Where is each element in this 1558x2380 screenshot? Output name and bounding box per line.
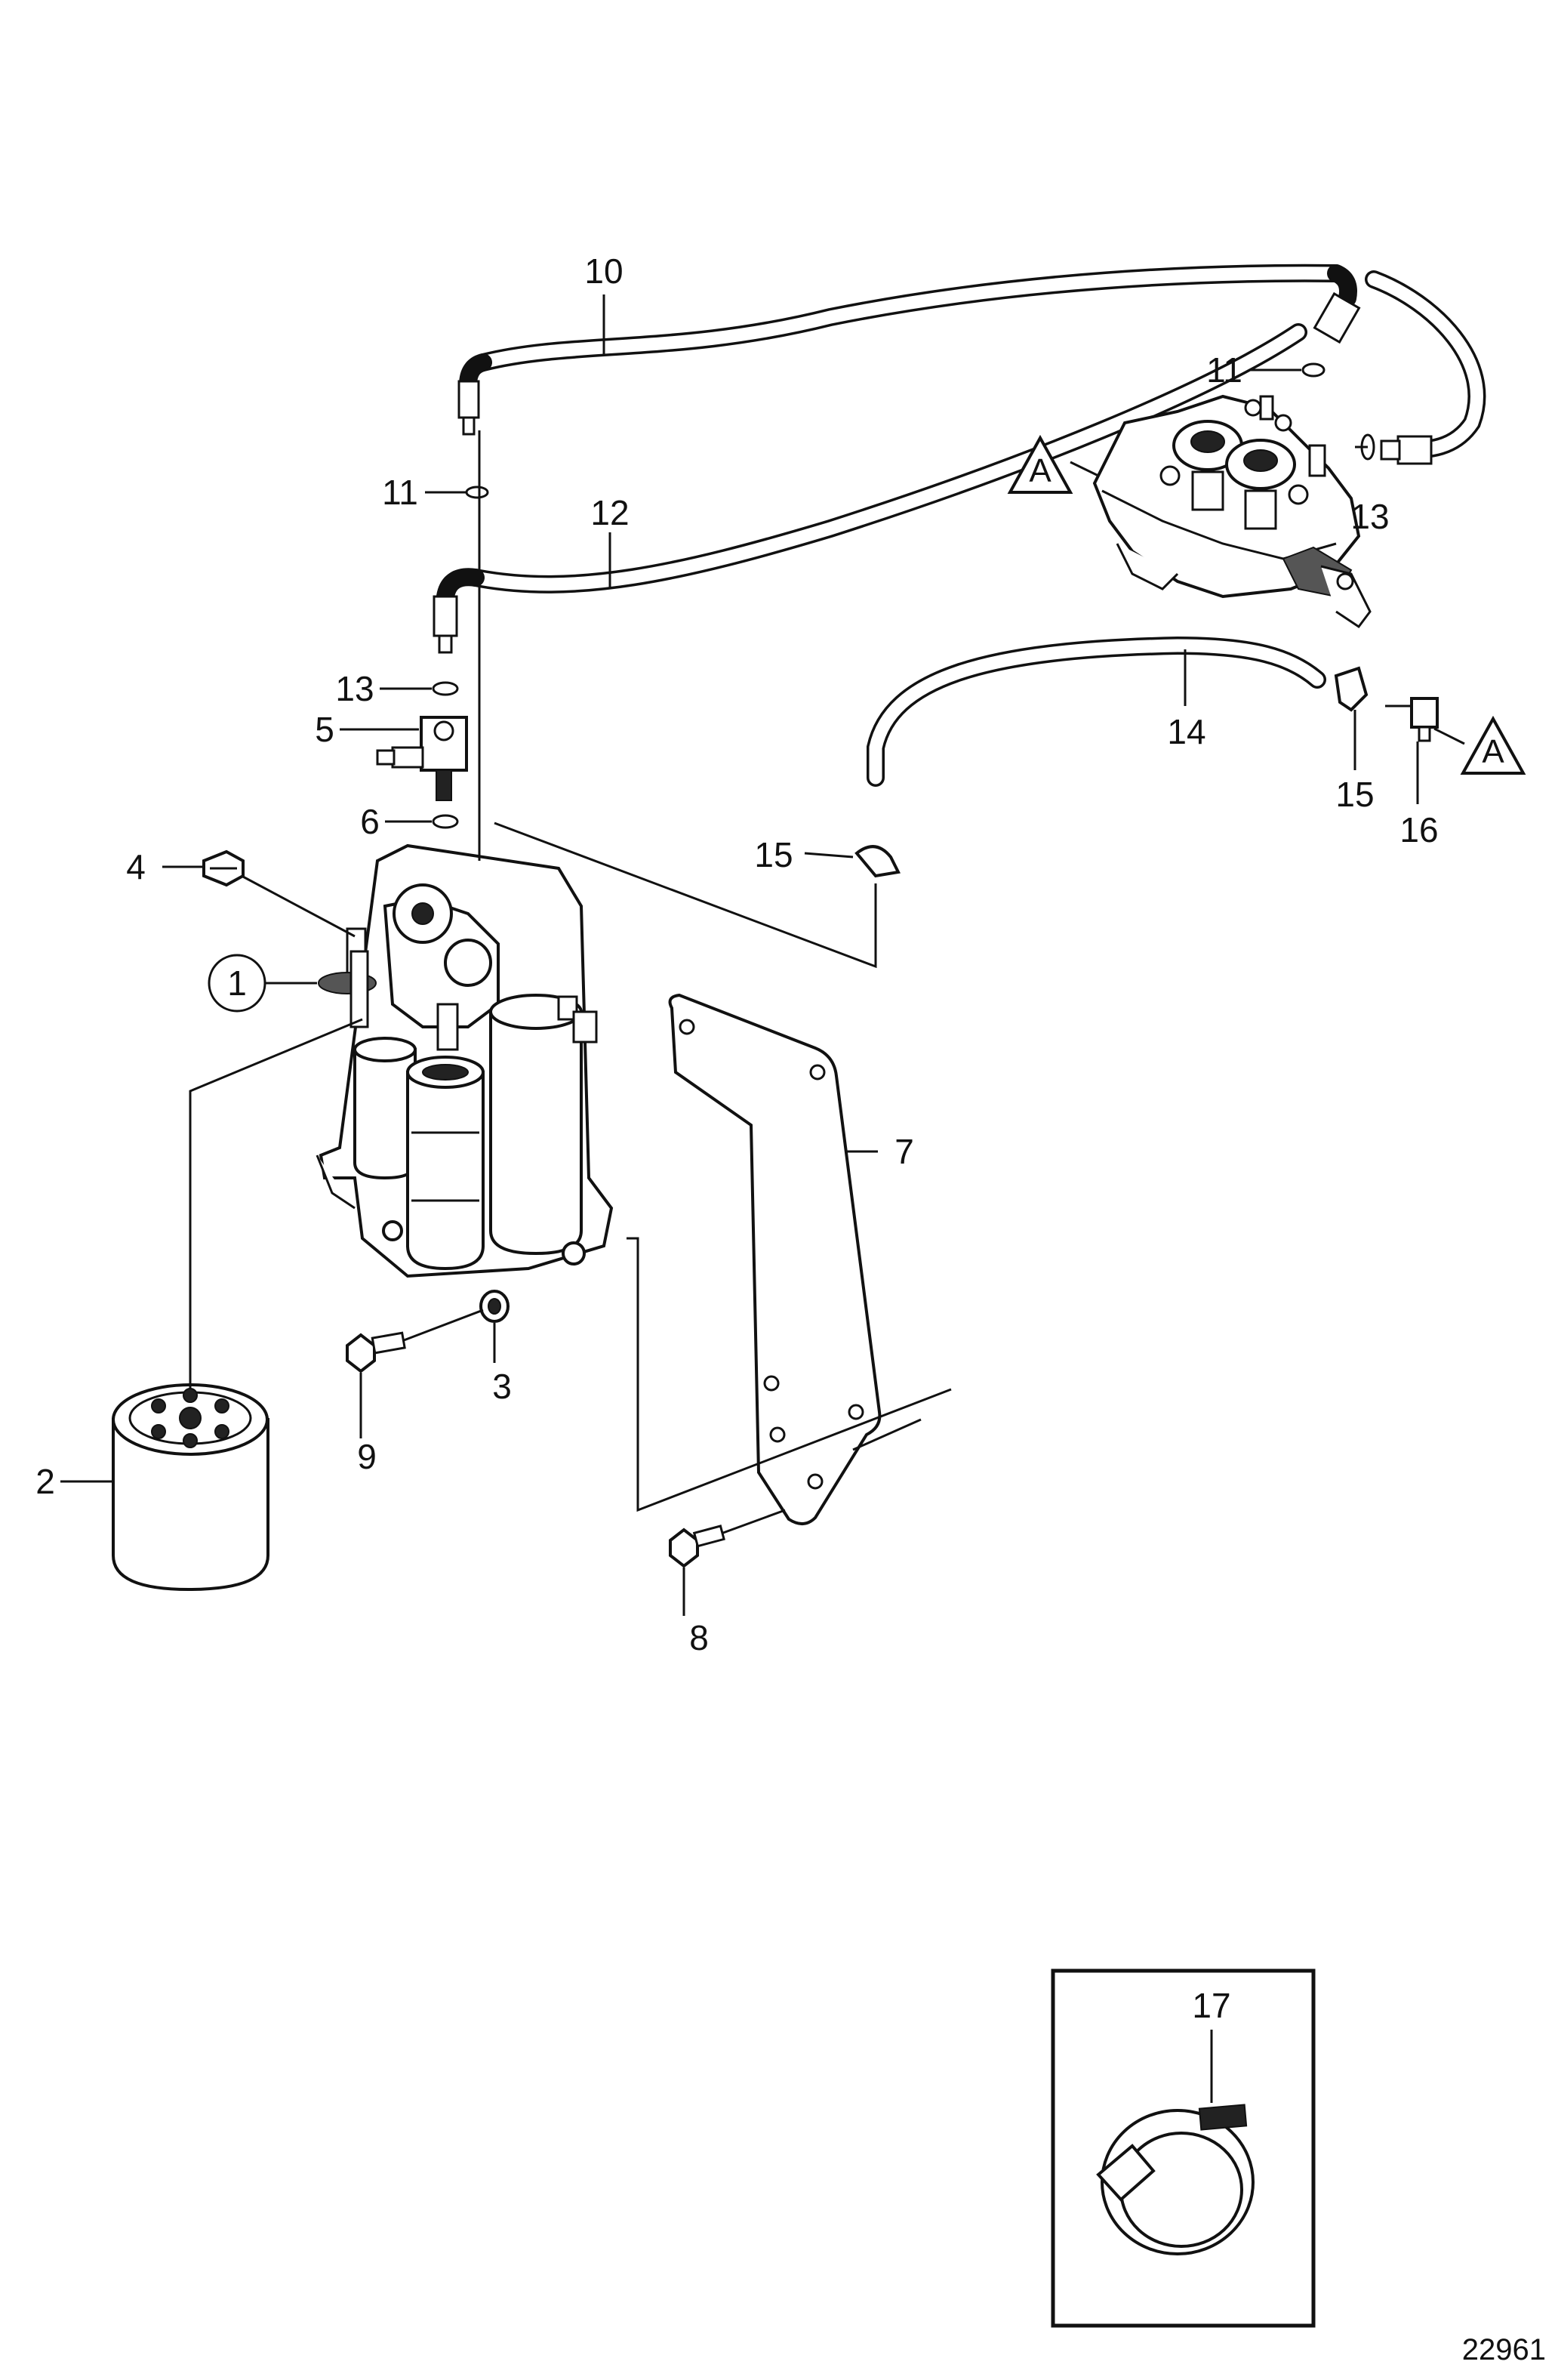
callout-1-circle <box>208 954 266 1013</box>
callout-3: 3 <box>492 1367 512 1406</box>
callout-13-left: 13 <box>335 669 374 708</box>
o-ring-part-6 <box>432 814 459 829</box>
callout-10: 10 <box>584 251 623 291</box>
filter-cartridge-part-2 <box>112 1383 269 1592</box>
plug-part-4 <box>202 849 245 887</box>
washer-part-3 <box>479 1290 510 1323</box>
callout-13-right: 13 <box>1350 497 1389 536</box>
mounting-bracket-part-7 <box>668 993 882 1525</box>
callout-11-left: 11 <box>382 473 418 512</box>
callout-7: 7 <box>894 1132 914 1171</box>
callout-1: 1 <box>227 963 247 1003</box>
callout-6: 6 <box>360 802 380 841</box>
hose-14 <box>867 636 1326 787</box>
fuel-pump-filter-assembly <box>316 843 614 1278</box>
hose-10 <box>457 264 1361 436</box>
throttle-body <box>1092 394 1372 629</box>
callout-11-right: 11 <box>1206 350 1242 390</box>
assembly-reference-lines-lower <box>627 1237 952 1512</box>
drawing-number: 22961 <box>1462 2333 1546 2366</box>
hose-to-throttle-body <box>1365 270 1486 465</box>
bolt-part-9 <box>346 1309 484 1373</box>
callout-16: 16 <box>1399 810 1438 849</box>
callout-15-right: 15 <box>1335 775 1374 814</box>
callout-2: 2 <box>35 1462 55 1501</box>
bolt-part-8 <box>669 1509 786 1568</box>
sensor-part-1 <box>318 950 377 1028</box>
inset-box <box>1051 1968 1316 2328</box>
reference-marker-a-top: A <box>1007 434 1099 494</box>
callout-17: 17 <box>1192 1986 1230 2025</box>
callout-15-center: 15 <box>754 835 793 874</box>
reference-marker-a-right-label: A <box>1482 733 1504 770</box>
banjo-fitting-part-5 <box>376 716 468 801</box>
callout-9: 9 <box>357 1437 377 1476</box>
reference-marker-a-right: A <box>1433 715 1526 775</box>
callout-8: 8 <box>689 1618 709 1657</box>
callout-5: 5 <box>315 710 334 749</box>
filter-reference-line <box>189 1018 363 1389</box>
assembly-reference-lines-extra <box>852 1418 922 1451</box>
fitting-part-16 <box>1385 697 1439 742</box>
callout-14: 14 <box>1167 712 1205 751</box>
callout-4: 4 <box>126 847 146 886</box>
o-ring-part-11-right <box>1301 362 1326 378</box>
o-ring-part-13-left <box>432 681 459 696</box>
hose-12 <box>433 323 1307 654</box>
assembly-reference-lines <box>494 822 877 969</box>
clamp-part-15-right <box>1334 666 1369 712</box>
hose-clamp-part-17 <box>1096 2104 1255 2255</box>
o-ring-part-11-left <box>465 486 489 499</box>
reference-marker-a-top-label: A <box>1029 452 1051 489</box>
clamp-part-15-center <box>854 845 901 878</box>
callout-12: 12 <box>590 493 629 532</box>
